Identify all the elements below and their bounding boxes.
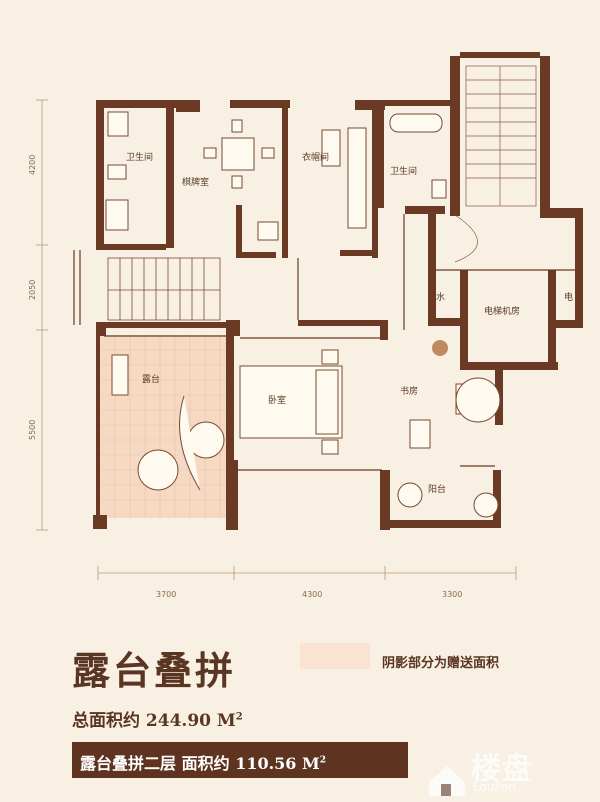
dim-left-2: 2050	[28, 280, 37, 300]
room-label-chess: 棋牌室	[182, 176, 209, 188]
room-label-closet: 衣帽间	[302, 151, 329, 163]
floor-area-bar: 露台叠拼二层 面积约 110.56 M2	[72, 742, 408, 778]
total-area-unit-sup: 2	[235, 711, 243, 723]
dim-left-3: 5500	[28, 420, 37, 440]
watermark-logo-icon	[429, 766, 465, 796]
room-label-balcony: 阳台	[428, 483, 446, 495]
thin-partitions	[73, 214, 580, 471]
floor-area-area-label: 面积约	[181, 754, 230, 773]
room-label-water: 水	[436, 291, 445, 303]
total-area-value: 244.90	[145, 711, 211, 731]
floor-area-unit-sup: 2	[319, 755, 326, 766]
dim-bottom-2: 4300	[302, 590, 322, 599]
room-label-electric: 电	[564, 291, 573, 303]
watermark: 楼盘 LouPan	[425, 742, 595, 798]
stair-right	[454, 65, 537, 263]
room-label-elevator: 电梯机房	[484, 305, 520, 317]
furniture	[105, 111, 501, 518]
floor-area-unit: M	[302, 754, 320, 773]
bottom-dimension-line	[97, 566, 517, 580]
legend-label: 阴影部分为赠送面积	[382, 656, 500, 671]
room-label-bath-right: 卫生间	[390, 165, 417, 177]
dim-bottom-3: 3300	[442, 590, 462, 599]
dim-bottom-1: 3700	[156, 590, 176, 599]
dim-left-1: 4200	[28, 155, 37, 175]
room-label-study: 书房	[400, 385, 418, 397]
watermark-sub: LouPan	[473, 780, 517, 794]
left-dimension-line	[36, 99, 48, 531]
floor-area-label: 露台叠拼二层	[80, 754, 177, 773]
watermark-main: 楼盘	[471, 752, 533, 787]
room-label-terrace: 露台	[142, 373, 160, 385]
total-area-unit: M	[216, 711, 236, 731]
room-label-bath-left: 卫生间	[126, 151, 153, 163]
stair-left	[107, 257, 221, 321]
total-area: 总面积约 244.90 M2	[72, 706, 243, 731]
floor-plan: 4200 2050 5500 3700 4300 3300	[28, 52, 583, 599]
plan-title: 露台叠拼	[72, 648, 237, 693]
walls	[93, 52, 583, 530]
total-area-label: 总面积约	[72, 711, 140, 731]
legend-swatch	[300, 643, 370, 669]
floor-area-value: 110.56	[235, 754, 297, 773]
room-label-bedroom: 卧室	[268, 394, 286, 406]
